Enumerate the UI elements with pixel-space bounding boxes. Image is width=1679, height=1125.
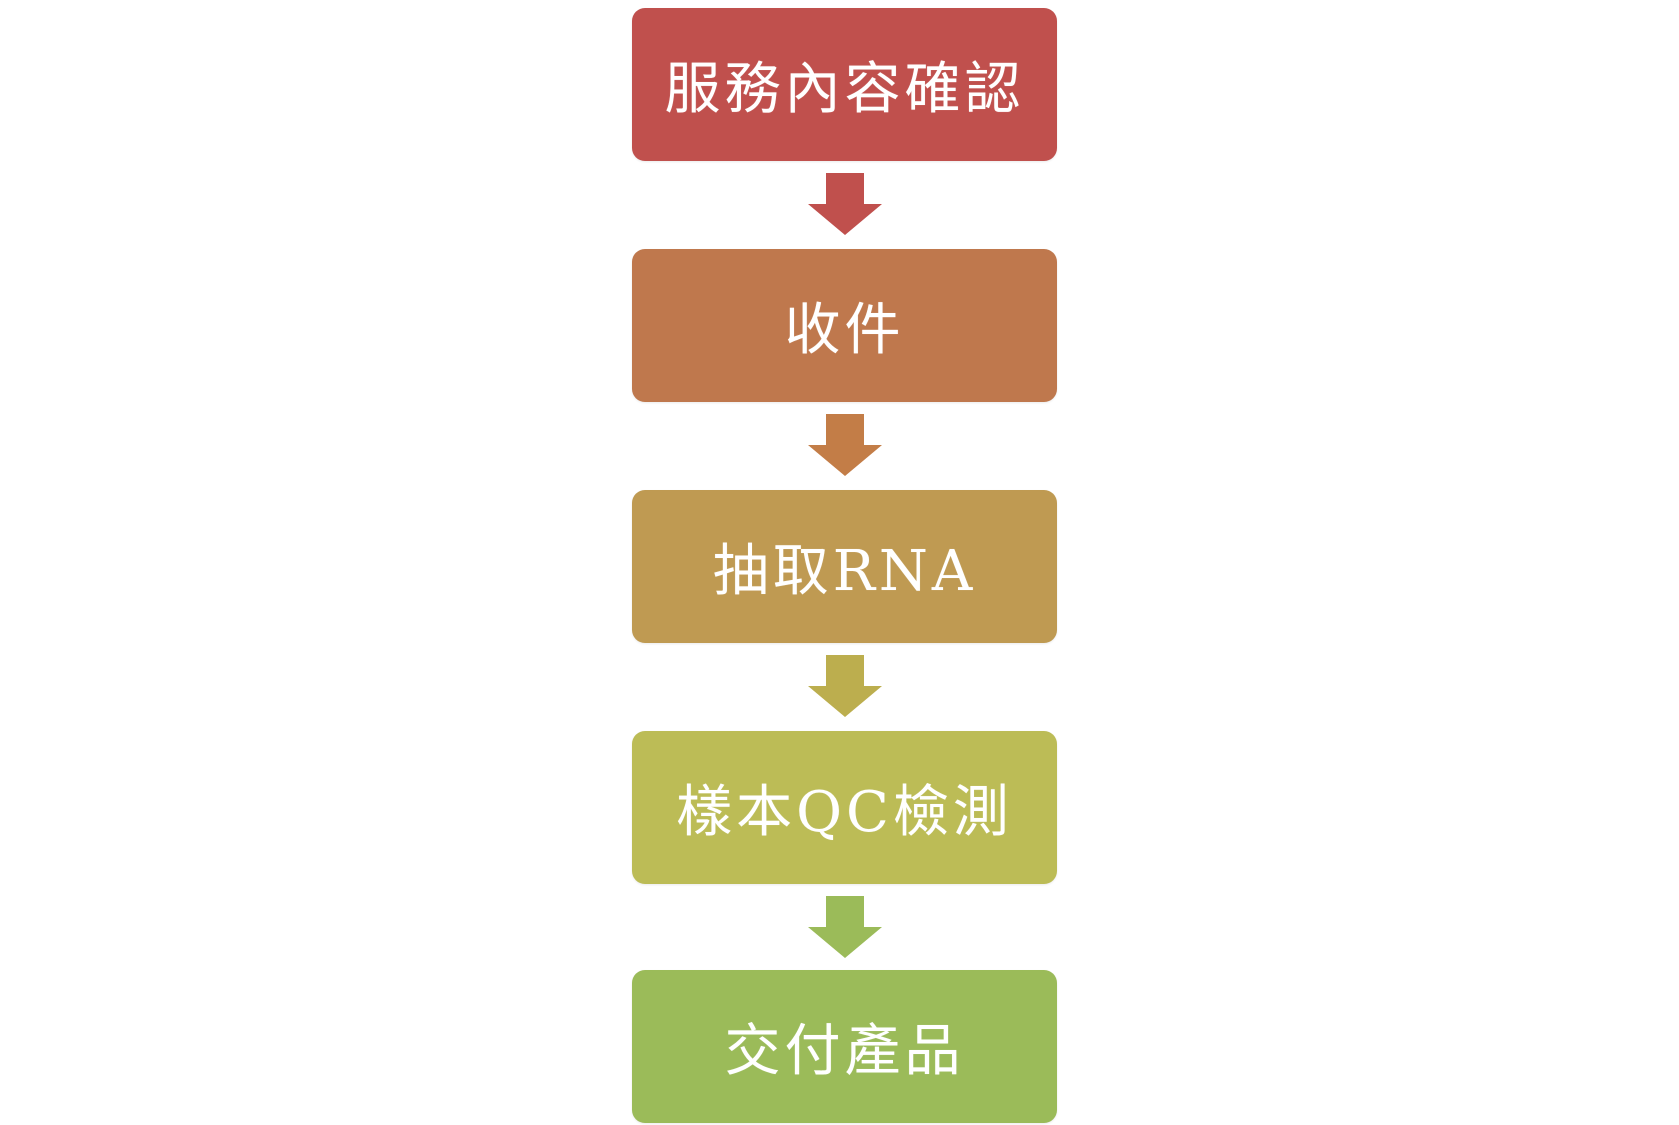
step-label: 抽取RNA bbox=[712, 539, 977, 604]
step-service-confirmation: 服務內容確認 bbox=[632, 8, 1057, 161]
step-rna-extraction: 抽取RNA bbox=[632, 490, 1057, 643]
arrow-shape bbox=[808, 173, 882, 235]
arrow-shape bbox=[808, 655, 882, 717]
step-sample-qc: 樣本QC檢測 bbox=[632, 731, 1057, 884]
step-receive-sample: 收件 bbox=[632, 249, 1057, 402]
step-label: 收件 bbox=[784, 298, 905, 363]
arrow-shape bbox=[808, 896, 882, 958]
step-deliver-product: 交付產品 bbox=[632, 970, 1057, 1123]
down-arrow-icon bbox=[808, 173, 882, 235]
step-label: 服務內容確認 bbox=[664, 57, 1025, 122]
down-arrow-icon bbox=[808, 896, 882, 958]
down-arrow-icon bbox=[808, 655, 882, 717]
step-label: 交付產品 bbox=[724, 1019, 965, 1084]
step-label: 樣本QC檢測 bbox=[676, 780, 1013, 845]
down-arrow-icon bbox=[808, 414, 882, 476]
arrow-shape bbox=[808, 414, 882, 476]
